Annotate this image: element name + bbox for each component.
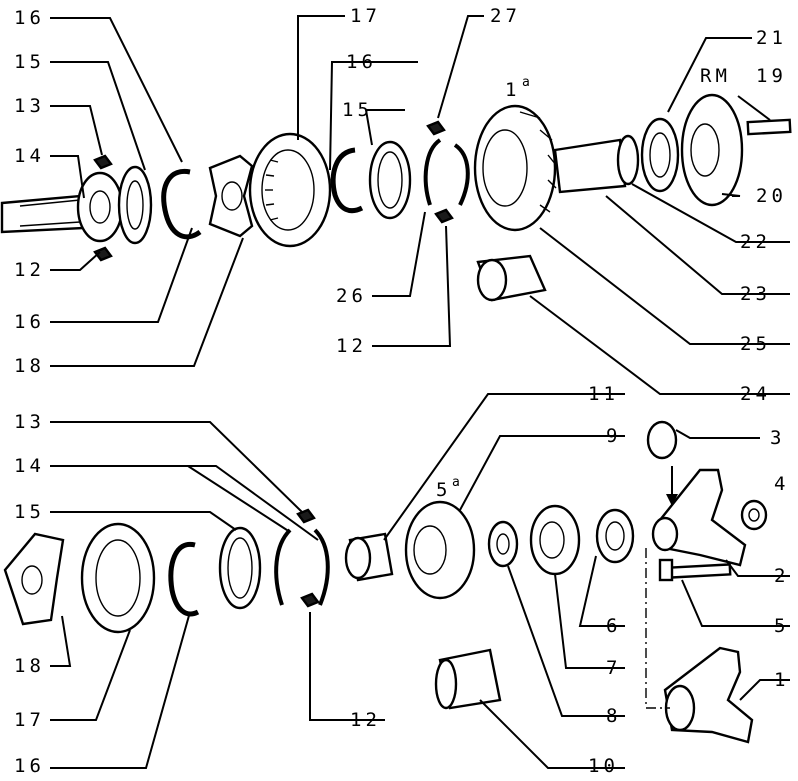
synchro-ring-15b-part (368, 140, 412, 220)
callout-21: 21 (756, 27, 787, 49)
key-13-part (93, 154, 113, 170)
split-ring-14-part (274, 528, 292, 606)
callout-16-lower: 16 (14, 755, 45, 776)
callout-5a-sup: a (452, 475, 460, 490)
gear-5a-part (404, 500, 476, 600)
bearing-21-part (640, 117, 680, 193)
hub-18b-part (3, 532, 65, 626)
sleeve-17b-part (80, 522, 156, 634)
callout-15-upper: 15 (14, 51, 45, 73)
callout-1a: 1 (505, 79, 520, 101)
key-12-part (93, 246, 113, 262)
callout-4: 4 (774, 473, 789, 495)
leader-lines (50, 15, 790, 769)
ring-6-part (595, 508, 635, 564)
split-ring-26-part (423, 138, 442, 206)
callout-12b-upper: 12 (336, 335, 367, 357)
callout-19: 19 (756, 65, 787, 87)
race-3-part (646, 420, 678, 460)
key-13b-part (296, 508, 316, 524)
callout-16-upper: 16 (14, 7, 45, 29)
callout-15-lower: 15 (14, 501, 45, 523)
washer-8-part (487, 520, 519, 568)
callout-14-upper: 14 (14, 145, 45, 167)
gear-20-part (680, 93, 744, 207)
callout-13-upper: 13 (14, 95, 45, 117)
callout-12-upper: 12 (14, 259, 45, 281)
shaft-section-part (553, 138, 627, 194)
pin-19-part (746, 118, 792, 136)
callout-27: 27 (490, 5, 521, 27)
callout-15b-upper: 15 (342, 99, 373, 121)
synchro-ring-15c-part (218, 526, 262, 610)
flange-2-part (658, 468, 747, 567)
callout-12-lower: 12 (350, 709, 381, 731)
gear-1a-part (473, 104, 557, 232)
ring-22-part (616, 134, 640, 186)
lower-assembly (3, 420, 768, 744)
callout-9: 9 (606, 425, 621, 447)
callout-18-upper: 18 (14, 355, 45, 377)
callout-16c-upper: 16 (346, 51, 377, 73)
callout-1: 1 (774, 669, 789, 691)
callout-7: 7 (606, 657, 621, 679)
snap-ring-16d-part (168, 541, 200, 617)
callout-6: 6 (606, 615, 621, 637)
callout-17-upper: 17 (350, 5, 381, 27)
callout-22: 22 (740, 231, 771, 253)
callout-5: 5 (774, 615, 789, 637)
callout-3: 3 (770, 427, 785, 449)
callout-8: 8 (606, 705, 621, 727)
callout-1a-sup: a (522, 75, 530, 90)
key-12b-part (434, 208, 454, 224)
callout-rm: RM (700, 65, 731, 87)
bearing-7-part (529, 504, 581, 576)
callout-20: 20 (756, 185, 787, 207)
key-12c-part (300, 592, 320, 608)
callout-labels: 16 15 13 14 12 16 18 17 16 15 27 1 a 21 … (14, 5, 789, 777)
nut-4-part (740, 499, 768, 531)
callout-26: 26 (336, 285, 367, 307)
hub-18-part (208, 154, 254, 238)
callout-23: 23 (740, 283, 771, 305)
snap-ring-16-part (161, 168, 202, 240)
upper-assembly (0, 93, 792, 302)
callout-17-lower: 17 (14, 709, 45, 731)
callout-11: 11 (588, 383, 619, 405)
callout-24: 24 (740, 383, 771, 405)
callout-13-lower: 13 (14, 411, 45, 433)
callout-14-lower: 14 (14, 455, 45, 477)
key-27-part (426, 120, 446, 136)
callout-5a: 5 (436, 479, 451, 501)
synchro-ring-15-part (117, 165, 153, 245)
snap-ring-16b-part (330, 147, 364, 214)
callout-25: 25 (740, 333, 771, 355)
callout-2: 2 (774, 565, 789, 587)
bolt-5-part (668, 563, 732, 579)
callout-16b-upper: 16 (14, 311, 45, 333)
synchro-hub-part (76, 171, 124, 243)
callout-18-lower: 18 (14, 655, 45, 677)
callout-10: 10 (588, 755, 619, 776)
